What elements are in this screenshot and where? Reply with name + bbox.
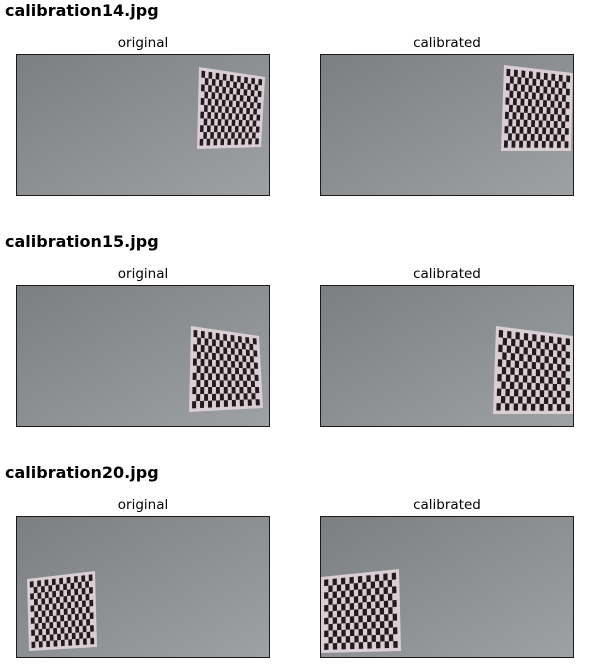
- original-image: [16, 516, 270, 658]
- chessboard-photo: [321, 55, 573, 195]
- calibrated-image: [320, 54, 574, 196]
- figure-title: calibration20.jpg: [5, 463, 159, 482]
- figure-title: calibration14.jpg: [5, 1, 159, 20]
- panel-title-calibrated: calibrated: [413, 497, 481, 513]
- chessboard-photo: [17, 517, 269, 657]
- chessboard-squares: [503, 68, 571, 148]
- original-image: [16, 54, 270, 196]
- chessboard-photo: [17, 55, 269, 195]
- panel-title-original: original: [117, 497, 169, 513]
- chessboard-photo: [321, 517, 573, 657]
- panel-title-original: original: [117, 35, 169, 51]
- chessboard-squares: [324, 572, 398, 650]
- panel-title-calibrated: calibrated: [413, 266, 481, 282]
- chessboard-squares: [199, 70, 263, 146]
- chessboard-photo: [17, 286, 269, 426]
- original-image: [16, 285, 270, 427]
- chessboard-squares: [192, 329, 260, 409]
- figure-title: calibration15.jpg: [5, 232, 159, 251]
- chessboard-squares: [496, 329, 570, 411]
- chessboard-squares: [29, 574, 95, 648]
- chessboard-photo: [321, 286, 573, 426]
- calibrated-image: [320, 516, 574, 658]
- calibrated-image: [320, 285, 574, 427]
- panel-title-original: original: [117, 266, 169, 282]
- panel-title-calibrated: calibrated: [413, 35, 481, 51]
